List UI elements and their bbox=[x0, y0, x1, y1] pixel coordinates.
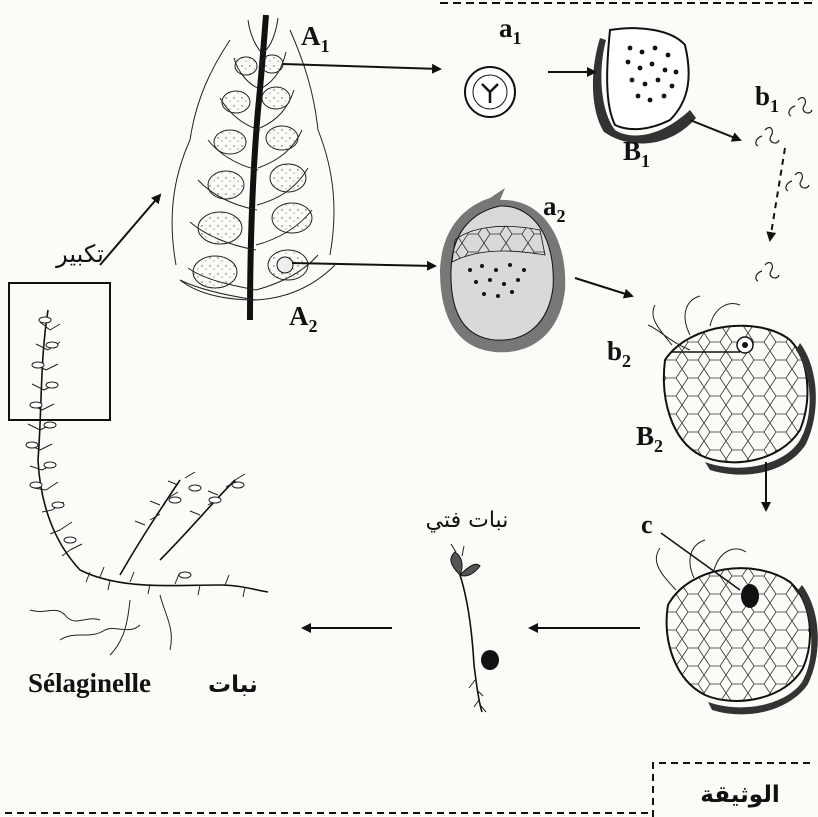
young-plant-label: نبات فتي bbox=[426, 508, 509, 533]
label-B2: B2 bbox=[636, 421, 663, 456]
young-plant bbox=[451, 544, 499, 712]
plant-name-ar: نبات bbox=[208, 672, 258, 698]
arrow-antherozoids-to-b2 bbox=[770, 148, 785, 240]
arrow-b1-to-antherozoids bbox=[690, 120, 740, 140]
arrow-macrospore-to-b2 bbox=[575, 278, 632, 296]
label-b2: b2 bbox=[607, 336, 631, 371]
macrogametophyte-b2 bbox=[648, 296, 816, 475]
antherozoids-b1 bbox=[756, 98, 812, 281]
document-label: الوثيقة bbox=[700, 782, 779, 808]
magnify-arrow bbox=[100, 195, 160, 265]
plant-name-fr: Sélaginelle bbox=[28, 668, 151, 698]
selaginella-plant bbox=[26, 310, 268, 655]
strobilus-illustration bbox=[172, 15, 335, 320]
label-a1: a1 bbox=[499, 13, 522, 48]
magnification-box bbox=[9, 283, 110, 420]
label-c: c bbox=[641, 510, 653, 539]
label-A2: A2 bbox=[289, 301, 318, 336]
label-a2: a2 bbox=[543, 191, 566, 226]
arrow-a2-to-macrospore bbox=[292, 263, 435, 266]
arrow-a1-to-microspore bbox=[283, 64, 440, 69]
label-A1: A1 bbox=[301, 21, 330, 56]
label-b1: b1 bbox=[755, 81, 779, 116]
magnification-label: تكبير bbox=[55, 240, 104, 268]
microgametophyte-b1 bbox=[593, 28, 696, 143]
microspore-a1 bbox=[465, 67, 515, 117]
fertilized-macrogametophyte bbox=[656, 533, 818, 714]
